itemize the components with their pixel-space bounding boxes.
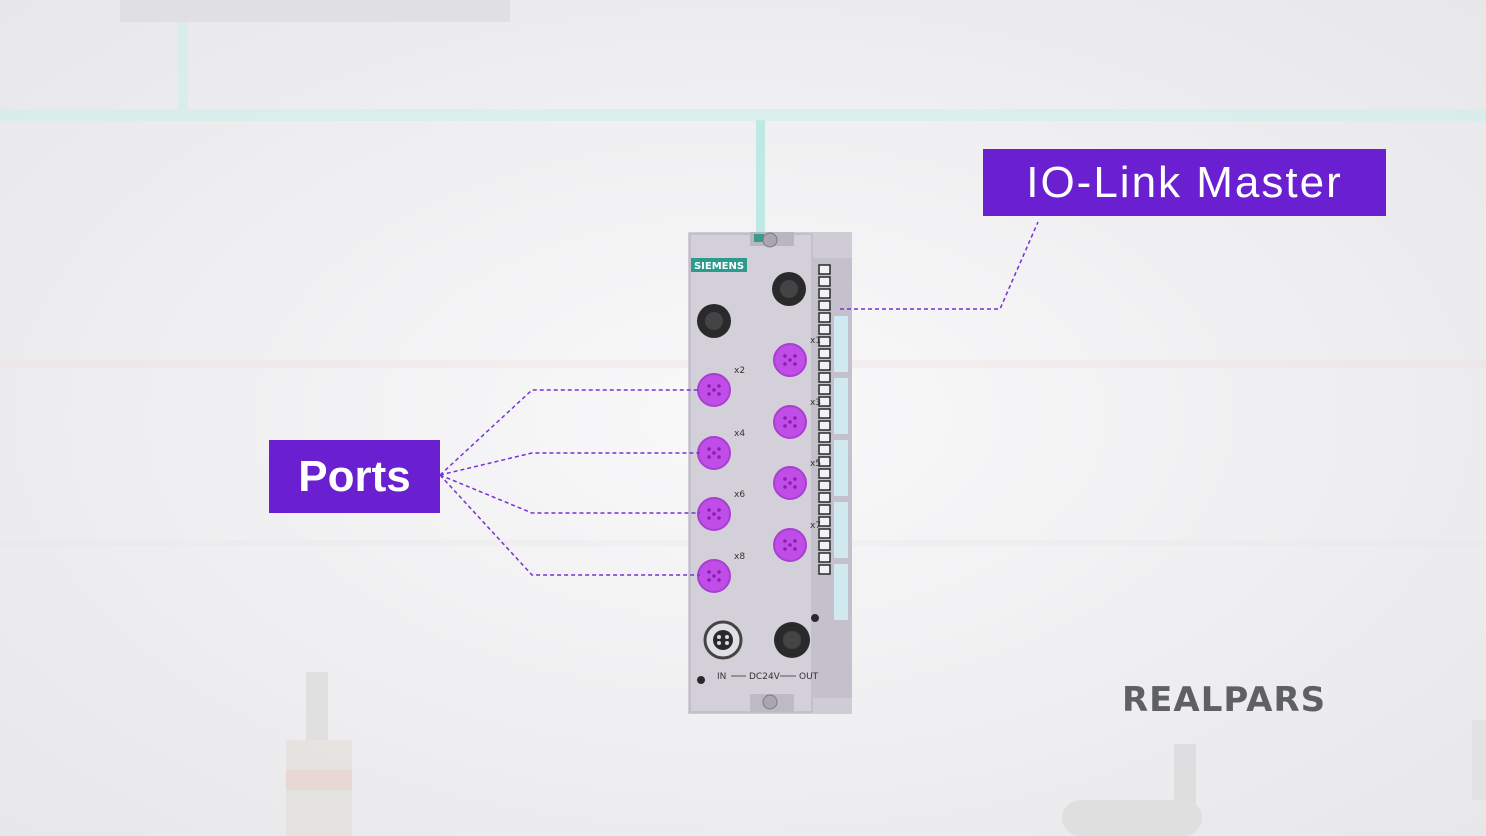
port-label-x7: x7 [810,521,821,531]
power-out-label: OUT [799,672,819,682]
network-connector-top [772,272,806,306]
led-indicator [818,480,831,491]
port-label-x8: x8 [734,552,745,562]
leader-port-x4 [439,452,700,476]
ports-group: x1 x2 x3 x4 x5 x6 x7 x8 [697,336,821,593]
ports-label: Ports [269,440,440,513]
led-indicator [818,288,831,299]
leader-port-x6 [439,474,700,514]
led-indicator [818,528,831,539]
led-indicator [818,420,831,431]
port-label-x2: x2 [734,366,745,376]
led-indicator [818,348,831,359]
status-window [834,502,848,558]
power-in-label: IN [717,672,726,682]
io-link-master-device: SIEMENS x1 x2 x3 x4 x5 x6 x7 x8 IN DC24V [688,232,852,714]
port-x6: x6 [697,490,745,531]
led-indicator [818,276,831,287]
port-x8: x8 [697,552,745,593]
io-link-master-label: IO-Link Master [983,149,1386,216]
led-indicator [818,504,831,515]
led-indicator [818,324,831,335]
led-indicator [818,408,831,419]
leader-port-x8 [439,474,700,576]
led-indicator [818,552,831,563]
led-indicator [818,360,831,371]
led-indicator [818,456,831,467]
brand-text: SIEMENS [694,261,744,272]
network-connector-left [697,304,731,338]
status-window [834,564,848,620]
brand-plate [691,258,747,272]
led-indicator [818,516,831,527]
status-window [834,378,848,434]
port-label-x5: x5 [810,459,821,469]
power-voltage-label: DC24V [749,672,781,682]
leader-master [840,221,1039,310]
realpars-logo: REALPARS [1122,680,1327,720]
led-indicator [818,336,831,347]
port-x2: x2 [697,366,745,407]
port-x4: x4 [697,429,745,470]
led-indicator [818,432,831,443]
status-window [834,440,848,496]
led-indicator [818,384,831,395]
led-indicator [818,264,831,275]
led-indicator [818,396,831,407]
status-window [834,316,848,372]
port-label-x4: x4 [734,429,745,439]
port-x5: x5 [773,459,821,500]
led-indicator [818,300,831,311]
led-indicator [818,540,831,551]
power-in-connector [703,620,743,660]
led-indicator [818,444,831,455]
port-x3: x3 [773,398,821,439]
port-x1: x1 [773,336,821,377]
port-label-x3: x3 [810,398,821,408]
port-x7: x7 [773,521,821,562]
port-label-x1: x1 [810,336,821,346]
leader-lines [439,221,1039,576]
leader-port-x2 [439,389,700,476]
led-indicator [818,372,831,383]
led-indicator [818,468,831,479]
port-label-x6: x6 [734,490,745,500]
led-indicator [818,492,831,503]
led-indicator [818,564,831,575]
led-strip [818,264,848,620]
power-out-connector [774,622,810,658]
network-drop-line [756,120,765,234]
led-indicator [818,312,831,323]
